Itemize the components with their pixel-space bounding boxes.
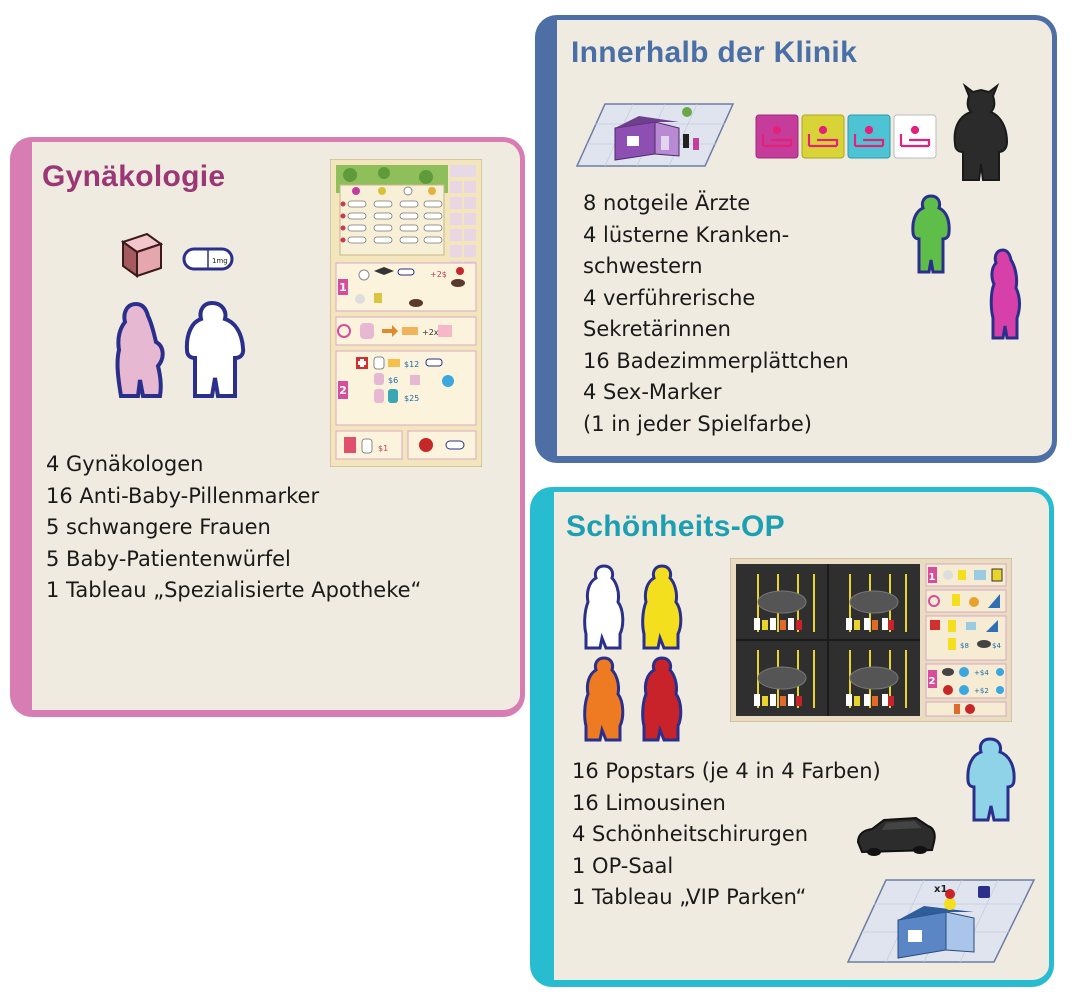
doctor-meeple-icon: [949, 82, 1013, 184]
item-badezimmerplaettchen: 16 Badezimmerplättchen: [583, 348, 849, 373]
klinik-panel: Innerhalb der Klinik: [535, 15, 1057, 463]
item-sekretaerinnen-1: 4 verführerische: [583, 285, 756, 310]
panel-title-schoenheits-op: Schönheits-OP: [566, 510, 785, 543]
item-tableau-vip-parken: 1 Tableau „VIP Parken“: [572, 885, 807, 909]
item-tableau-apotheke: 1 Tableau „Spezialisierte Apotheke“: [46, 578, 422, 602]
limousine-icon: [854, 812, 938, 858]
baby-dice-icon: [117, 230, 167, 280]
vip-board-row-1-label: 1: [929, 572, 936, 583]
vip-board-row-2-label: 2: [929, 676, 936, 687]
schoenheits-op-item-list: 16 Popstars (je 4 in 4 Farben) 16 Limous…: [572, 756, 881, 914]
pill-dose-label: 1mg: [212, 257, 228, 265]
surgeon-meeple-icon: [962, 736, 1020, 824]
item-op-saal: 1 OP-Saal: [572, 853, 674, 878]
board-value-25: $25: [404, 394, 419, 403]
op-saal-tile-icon: x1: [846, 876, 1036, 966]
gynecologist-meeple-icon: [182, 300, 248, 400]
schoenheits-op-panel: Schönheits-OP: [530, 487, 1054, 987]
pill-marker-icon: 1mg: [182, 246, 234, 272]
nurse-meeple-icon: [909, 194, 953, 276]
vip-board-value-plus-4: +$4: [974, 669, 989, 677]
board-row-2-label: 2: [339, 384, 347, 397]
klinik-item-list: 8 notgeile Ärzte 4 lüsterne Kranken- sch…: [583, 188, 849, 440]
panel-title-klinik: Innerhalb der Klinik: [571, 36, 858, 69]
item-gynaekologen: 4 Gynäkologen: [46, 452, 204, 476]
board-value-2x: +2x: [422, 328, 439, 337]
item-aerzte: 8 notgeile Ärzte: [583, 191, 751, 215]
item-sex-marker: 4 Sex-Marker: [583, 380, 722, 404]
bathroom-tile-icon: [575, 94, 735, 170]
gynaekologie-panel: Gynäkologie 1mg: [10, 137, 525, 717]
vip-board-value-plus-2: +$2: [974, 687, 989, 695]
sex-marker-row: [755, 114, 939, 160]
secretary-meeple-icon: [985, 248, 1027, 342]
board-row-1-label: 1: [339, 281, 347, 294]
board-value-12: $12: [404, 360, 419, 369]
item-limousinen: 16 Limousinen: [572, 790, 726, 815]
vip-parken-board: 1 $8 $4 2 +$4 +$2: [730, 558, 1012, 722]
item-sekretaerinnen-2: Sekretärinnen: [583, 317, 731, 341]
item-pillenmarker: 16 Anti-Baby-Pillenmarker: [46, 483, 320, 508]
item-spielfarbe: (1 in jeder Spielfarbe): [583, 411, 812, 436]
panel-title-gynaekologie: Gynäkologie: [42, 160, 226, 193]
item-schwangere-frauen: 5 schwangere Frauen: [46, 515, 271, 539]
pregnant-woman-meeple-icon: [112, 300, 170, 400]
item-popstars: 16 Popstars (je 4 in 4 Farben): [572, 759, 881, 783]
board-value-1: $1: [378, 444, 388, 453]
vip-board-value-4: $4: [992, 642, 1001, 650]
gynaekologie-item-list: 4 Gynäkologen 16 Anti-Baby-Pillenmarker …: [46, 449, 421, 607]
item-schoenheitschirurgen: 4 Schönheitschirurgen: [572, 822, 809, 846]
item-krankenschwestern-1: 4 lüsterne Kranken-: [583, 222, 790, 247]
vip-board-value-8: $8: [960, 642, 969, 650]
item-krankenschwestern-2: schwestern: [583, 254, 703, 278]
op-saal-count-label: x1: [934, 884, 947, 895]
spezialisierte-apotheke-board: 1 +2$ +2x 2 $12: [330, 159, 482, 467]
board-value-2-dollar: +2$: [430, 270, 447, 279]
popstar-meeple-group: [578, 564, 698, 744]
item-patientenwuerfel: 5 Baby-Patientenwürfel: [46, 546, 291, 571]
board-value-6: $6: [388, 376, 398, 385]
